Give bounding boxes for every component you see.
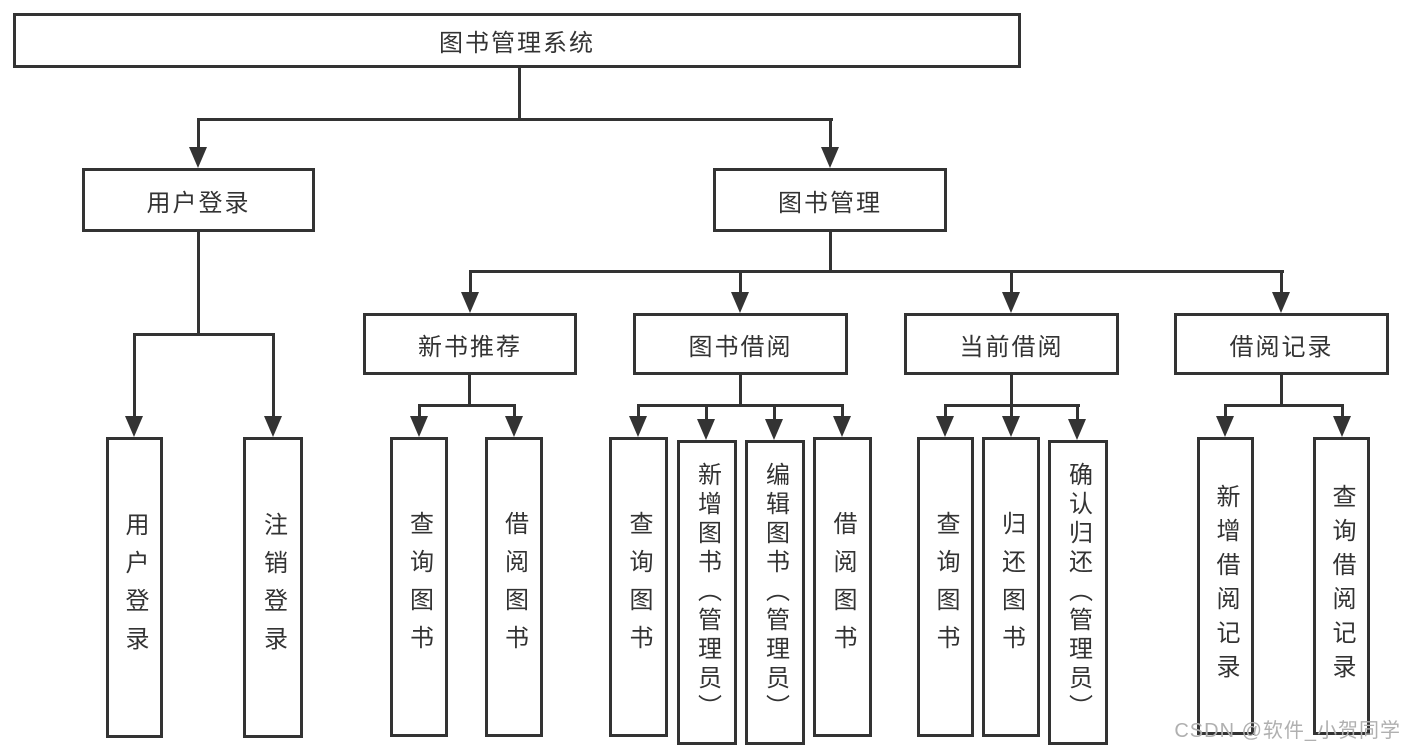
leaf-bb-edit-books-admin: 编辑图书（管理员） <box>745 440 805 745</box>
node-user-login: 用户登录 <box>82 168 315 232</box>
arrowhead-leaf-bb-query <box>629 416 647 437</box>
leaf-bb-query-books-label: 查询图书 <box>625 511 652 663</box>
node-borrow-records-label: 借阅记录 <box>1229 333 1334 361</box>
edge-user-login-stem <box>197 232 200 335</box>
leaf-logout: 注销登录 <box>243 437 303 738</box>
edge-to-leaf-logout <box>272 333 275 418</box>
leaf-nbr-borrow-books-label: 借阅图书 <box>500 511 528 663</box>
arrowhead-leaf-logout <box>264 416 282 437</box>
node-borrow-records: 借阅记录 <box>1174 313 1389 375</box>
arrowhead-new-book-rec <box>461 292 479 313</box>
arrowhead-leaf-bb-borrow <box>833 416 851 437</box>
arrowhead-leaf-bb-edit <box>765 419 783 440</box>
edge-to-book-borrow <box>739 270 742 294</box>
edge-to-leaf-bb-edit <box>773 404 776 421</box>
edge-current-borrow-stem <box>1010 375 1013 406</box>
edge-to-leaf-br-add <box>1224 404 1227 418</box>
arrowhead-user-login <box>189 147 207 168</box>
leaf-br-add-record: 新增借阅记录 <box>1197 437 1254 735</box>
edge-borrow-records-rail <box>1224 404 1344 407</box>
arrowhead-borrow-records <box>1272 292 1290 313</box>
leaf-cb-confirm-return-admin: 确认归还（管理员） <box>1048 440 1108 745</box>
arrowhead-leaf-cb-confirm <box>1068 419 1086 440</box>
arrowhead-current-borrow <box>1002 292 1020 313</box>
edge-to-leaf-bb-borrow <box>841 404 844 418</box>
csdn-watermark: CSDN @软件_小贺同学 <box>1174 720 1401 742</box>
edge-borrow-records-stem <box>1280 375 1283 406</box>
edge-to-borrow-records <box>1280 270 1283 294</box>
node-root-label: 图书管理系统 <box>439 30 595 57</box>
edge-to-user-login <box>197 118 200 151</box>
edge-to-book-mgmt <box>829 118 832 151</box>
edge-to-leaf-nbr-query <box>418 404 421 418</box>
leaf-nbr-borrow-books: 借阅图书 <box>485 437 543 737</box>
leaf-bb-borrow-books-label: 借阅图书 <box>829 511 856 663</box>
node-new-book-rec: 新书推荐 <box>363 313 577 375</box>
leaf-bb-add-books-admin: 新增图书（管理员） <box>677 440 737 745</box>
node-current-borrow: 当前借阅 <box>904 313 1119 375</box>
edge-new-book-rec-rail <box>418 404 516 407</box>
edge-to-leaf-bb-query <box>637 404 640 418</box>
node-book-borrow-label: 图书借阅 <box>688 333 793 361</box>
leaf-br-query-record: 查询借阅记录 <box>1313 437 1370 735</box>
edge-book-mgmt-rail <box>469 270 1284 273</box>
node-current-borrow-label: 当前借阅 <box>959 333 1064 361</box>
edge-book-borrow-stem <box>739 375 742 406</box>
arrowhead-leaf-user-login <box>125 416 143 437</box>
node-book-mgmt: 图书管理 <box>713 168 947 232</box>
edge-to-leaf-user-login <box>133 333 136 418</box>
edge-root-stem <box>518 68 521 121</box>
arrowhead-leaf-bb-add <box>697 419 715 440</box>
leaf-cb-query-books-label: 查询图书 <box>932 511 959 663</box>
edge-to-leaf-cb-confirm <box>1076 404 1079 421</box>
edge-to-new-book-rec <box>469 270 472 294</box>
arrowhead-book-mgmt <box>821 147 839 168</box>
node-book-borrow: 图书借阅 <box>633 313 848 375</box>
leaf-bb-edit-books-admin-label: 编辑图书（管理员） <box>761 462 789 723</box>
edge-to-leaf-br-query <box>1341 404 1344 418</box>
edge-to-current-borrow <box>1010 270 1013 294</box>
leaf-cb-return-books: 归还图书 <box>982 437 1040 737</box>
leaf-cb-confirm-return-admin-label: 确认归还（管理员） <box>1064 462 1092 723</box>
edge-to-leaf-nbr-borrow <box>513 404 516 418</box>
arrowhead-leaf-cb-query <box>936 416 954 437</box>
leaf-cb-return-books-label: 归还图书 <box>997 511 1025 663</box>
edge-new-book-rec-stem <box>468 375 471 406</box>
arrowhead-leaf-nbr-query <box>410 416 428 437</box>
edge-to-leaf-cb-query <box>944 404 947 418</box>
node-user-login-label: 用户登录 <box>146 189 251 217</box>
node-new-book-rec-label: 新书推荐 <box>418 333 522 361</box>
leaf-logout-label: 注销登录 <box>259 511 287 664</box>
leaf-user-login: 用户登录 <box>106 437 163 738</box>
node-book-mgmt-label: 图书管理 <box>778 189 882 217</box>
arrowhead-leaf-cb-return <box>1002 416 1020 437</box>
node-root: 图书管理系统 <box>13 13 1021 68</box>
leaf-user-login-label: 用户登录 <box>121 511 148 664</box>
arrowhead-leaf-br-add <box>1216 416 1234 437</box>
leaf-br-query-record-label: 查询借阅记录 <box>1328 484 1355 688</box>
leaf-bb-borrow-books: 借阅图书 <box>813 437 872 737</box>
leaf-br-add-record-label: 新增借阅记录 <box>1212 484 1239 688</box>
arrowhead-book-borrow <box>731 292 749 313</box>
leaf-bb-add-books-admin-label: 新增图书（管理员） <box>693 462 721 723</box>
leaf-nbr-query-books-label: 查询图书 <box>405 511 433 663</box>
edge-book-borrow-rail <box>637 404 844 407</box>
leaf-bb-query-books: 查询图书 <box>609 437 668 737</box>
leaf-cb-query-books: 查询图书 <box>917 437 974 737</box>
edge-root-rail <box>197 118 833 121</box>
arrowhead-leaf-nbr-borrow <box>505 416 523 437</box>
edge-to-leaf-cb-return <box>1010 404 1013 418</box>
edge-to-leaf-bb-add <box>705 404 708 421</box>
arrowhead-leaf-br-query <box>1333 416 1351 437</box>
edge-user-login-rail <box>133 333 275 336</box>
edge-book-mgmt-stem <box>829 232 832 273</box>
leaf-nbr-query-books: 查询图书 <box>390 437 448 737</box>
